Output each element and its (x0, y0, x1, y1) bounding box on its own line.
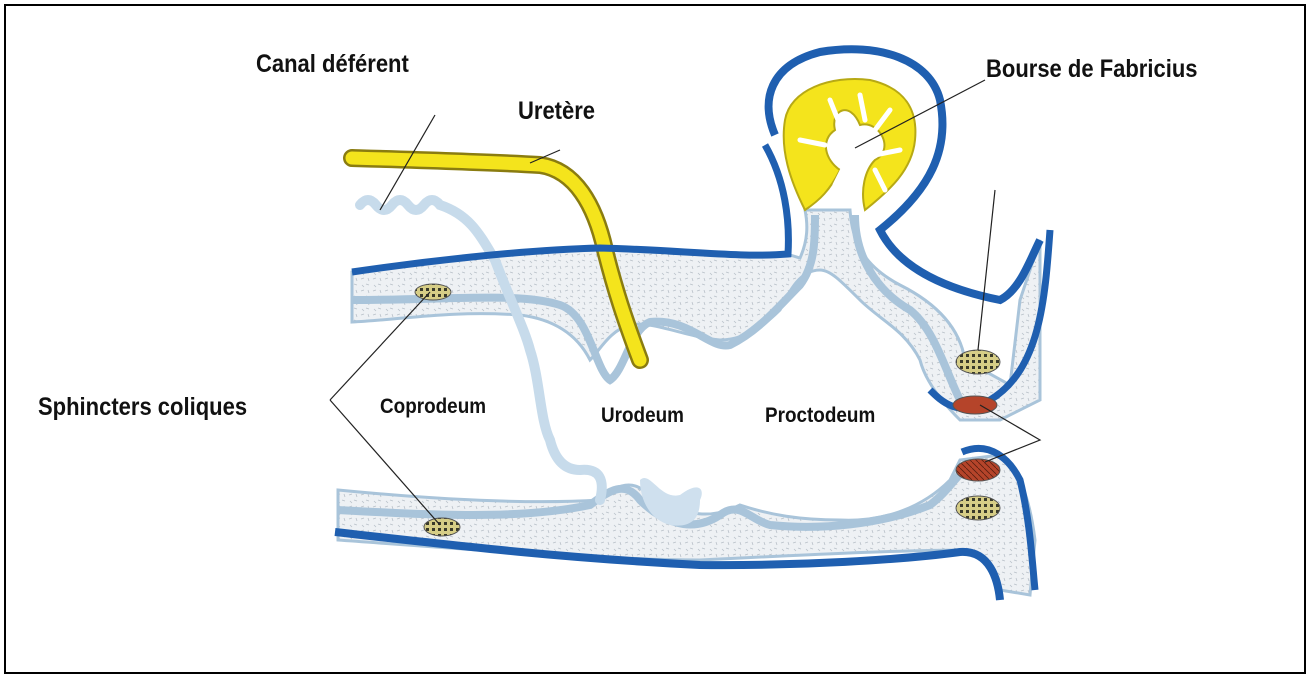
label-bourse-fabricius: Bourse de Fabricius (986, 55, 1198, 84)
label-urodeum: Urodeum (601, 404, 684, 428)
upper-wall-tissue (352, 210, 1040, 420)
label-proctodeum: Proctodeum (765, 404, 875, 428)
deferent-duct (360, 200, 602, 500)
label-uretere: Uretère (518, 97, 595, 126)
colic-sphincter-lower (424, 518, 460, 536)
colic-sphincter-upper (415, 284, 451, 300)
bursa-fabricius (784, 79, 916, 210)
label-sphincters-coliques: Sphincters coliques (38, 393, 247, 422)
label-coprodeum: Coprodeum (380, 395, 486, 419)
anal-sphincter-3 (956, 459, 1000, 481)
anal-sphincter-1 (956, 350, 1000, 374)
label-canal-deferent: Canal déférent (256, 50, 409, 79)
anal-sphincter-4 (956, 496, 1000, 520)
